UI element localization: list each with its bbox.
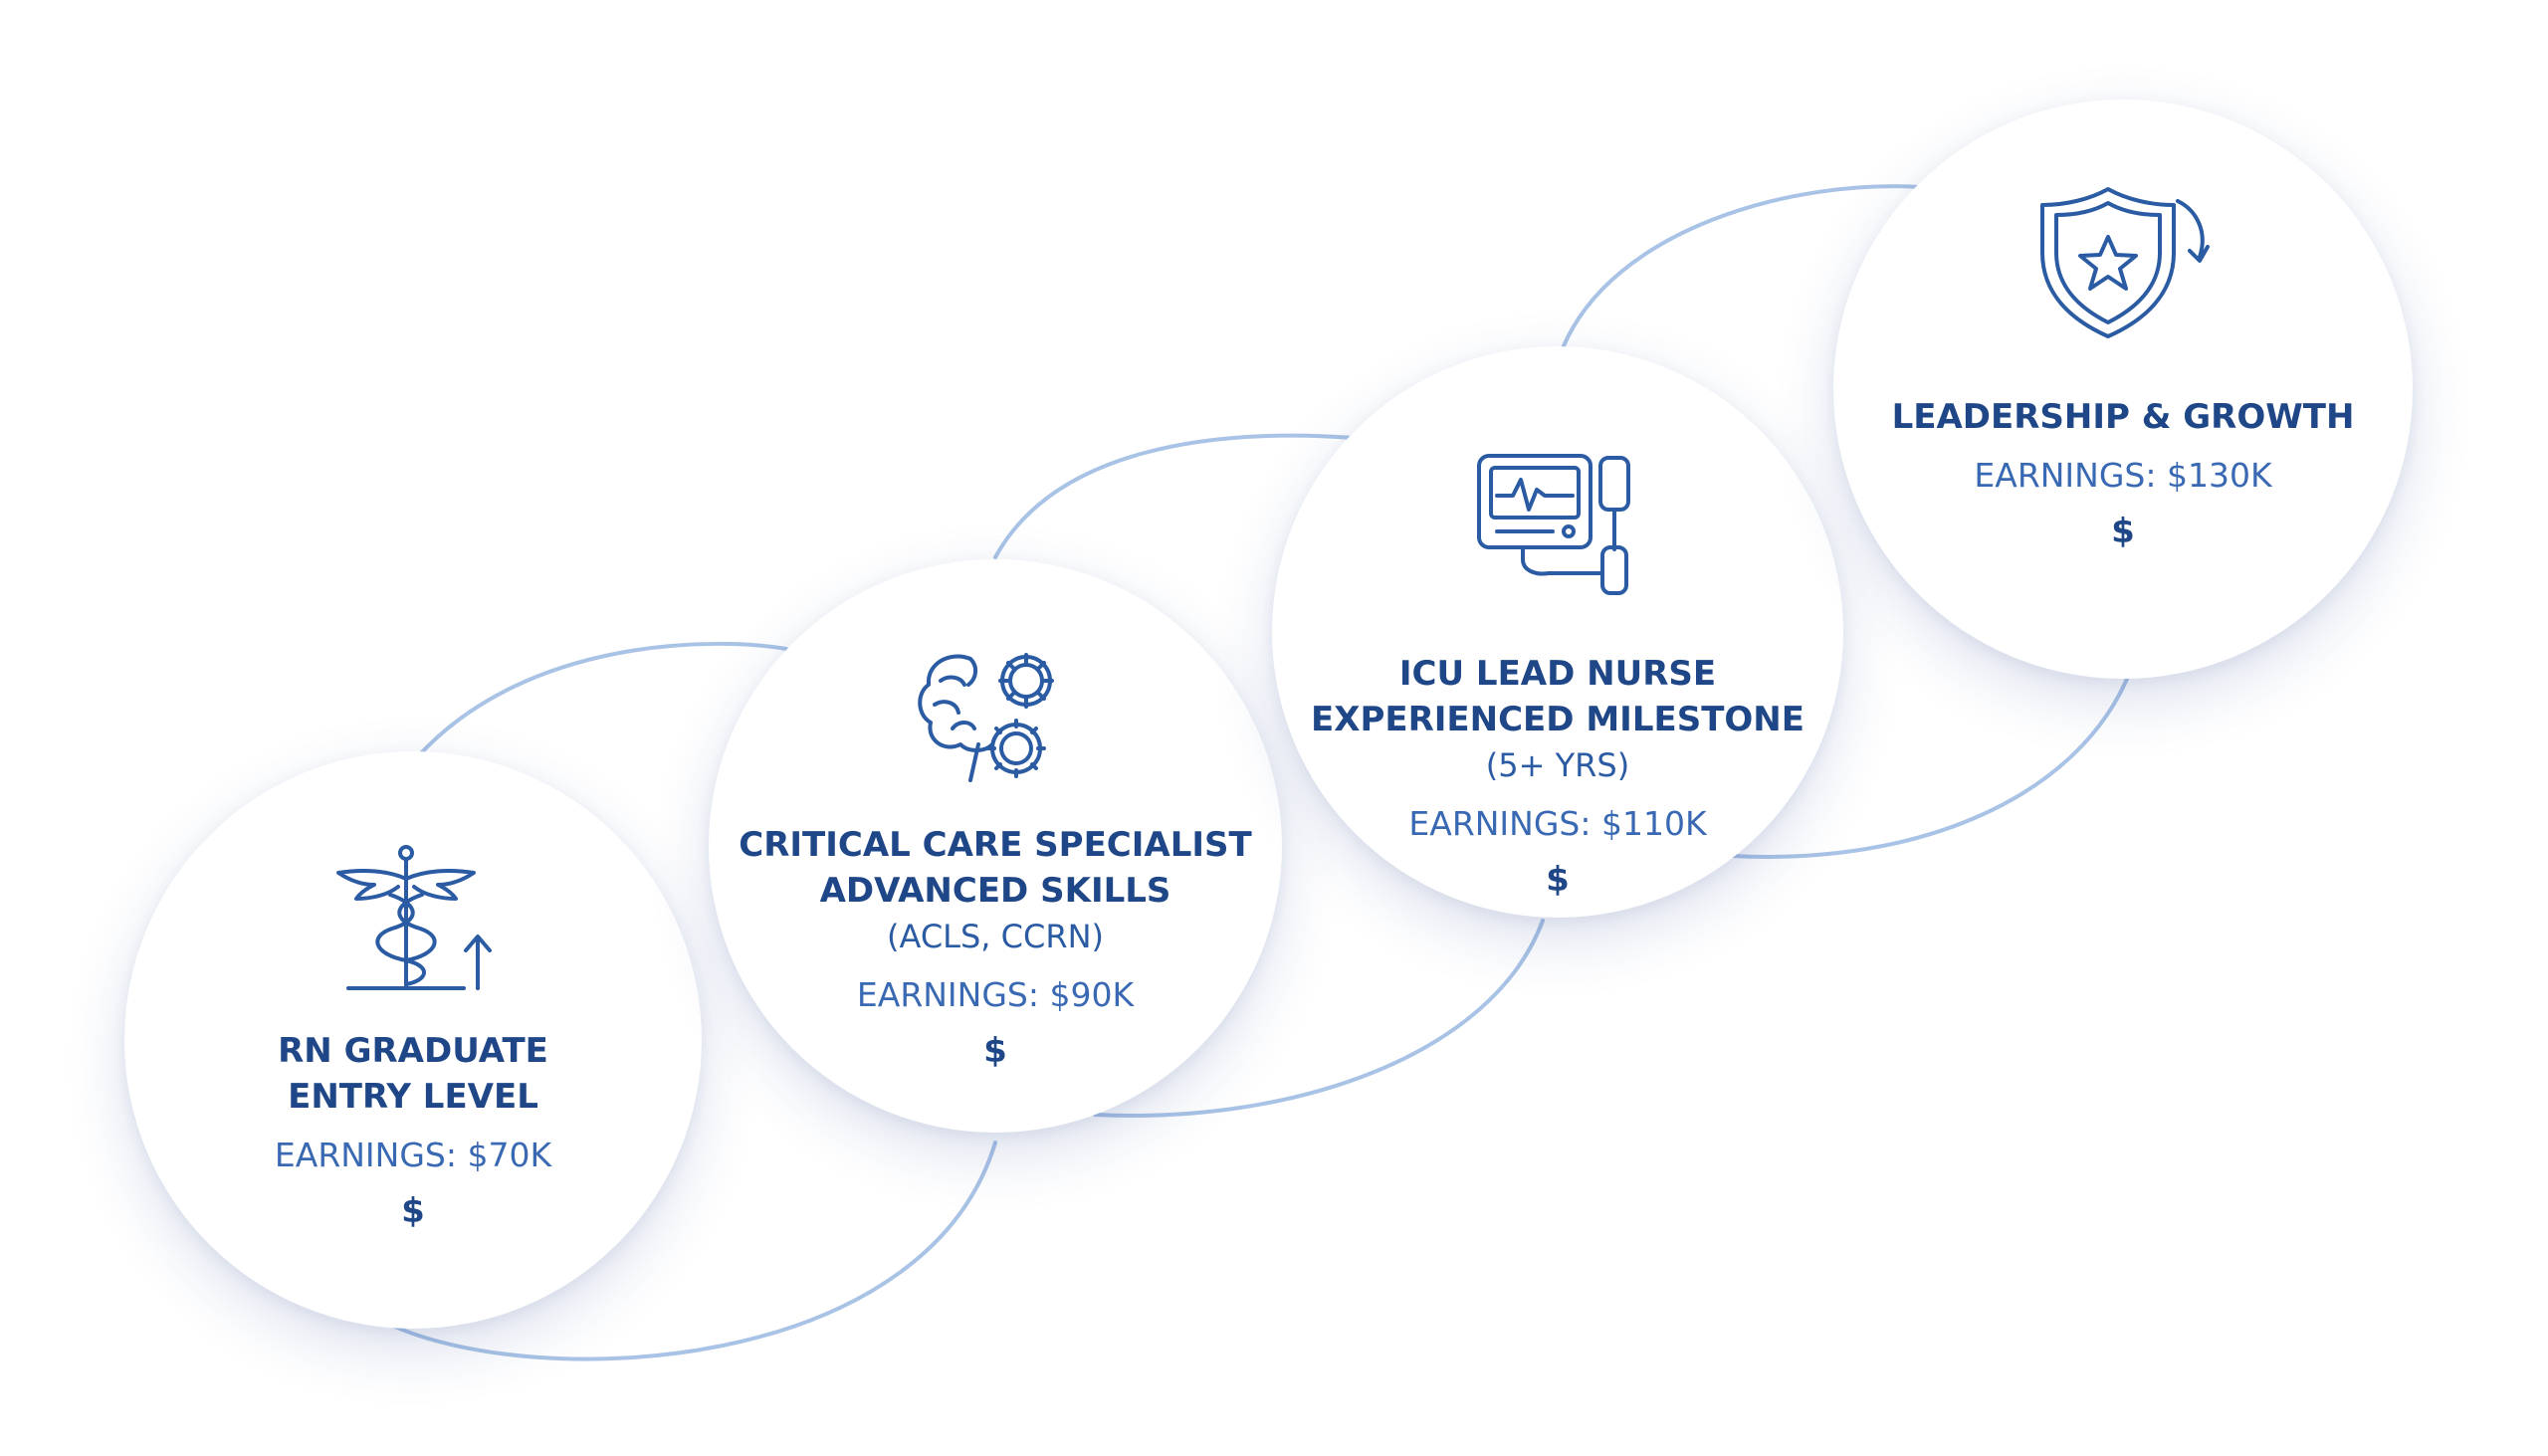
career-step-rn-graduate: RN GRADUATE ENTRY LEVEL EARNINGS: $70K $: [124, 751, 702, 1329]
step-title-line: ENTRY LEVEL: [288, 1077, 538, 1117]
caduceus-arrow-icon: [336, 845, 492, 990]
step-subtitle: (ACLS, CCRN): [887, 918, 1104, 955]
step-subtitle: (5+ YRS): [1485, 746, 1630, 784]
shield-star-icon: [2040, 187, 2210, 338]
dollar-icon: $: [2111, 512, 2135, 551]
career-step-critical-care: CRITICAL CARE SPECIALIST ADVANCED SKILLS…: [709, 559, 1282, 1133]
step-earnings: EARNINGS: $70K: [274, 1136, 552, 1174]
brain-gears-icon: [918, 653, 1054, 782]
step-title-line: ADVANCED SKILLS: [819, 871, 1171, 911]
step-earnings: EARNINGS: $130K: [1974, 456, 2272, 495]
connector-loop-3: [1561, 184, 2132, 859]
dollar-icon: $: [983, 1031, 1007, 1071]
step-earnings: EARNINGS: $110K: [1408, 804, 1707, 843]
dollar-icon: $: [1546, 860, 1570, 900]
dollar-icon: $: [401, 1191, 425, 1231]
step-title-line: RN GRADUATE: [278, 1031, 548, 1071]
connector-loop-1: [386, 641, 997, 1361]
step-title-line: CRITICAL CARE SPECIALIST: [739, 825, 1252, 865]
career-step-leadership: LEADERSHIP & GROWTH EARNINGS: $130K $: [1833, 100, 2413, 679]
step-title-line: EXPERIENCED MILESTONE: [1311, 700, 1805, 739]
step-title-line: ICU LEAD NURSE: [1398, 654, 1717, 694]
step-title-line: LEADERSHIP & GROWTH: [1891, 397, 2355, 437]
patient-monitor-icon: [1477, 454, 1630, 595]
connector-loop-2: [993, 433, 1545, 1118]
career-step-icu-lead: ICU LEAD NURSE EXPERIENCED MILESTONE (5+…: [1272, 346, 1843, 918]
step-earnings: EARNINGS: $90K: [856, 975, 1135, 1014]
